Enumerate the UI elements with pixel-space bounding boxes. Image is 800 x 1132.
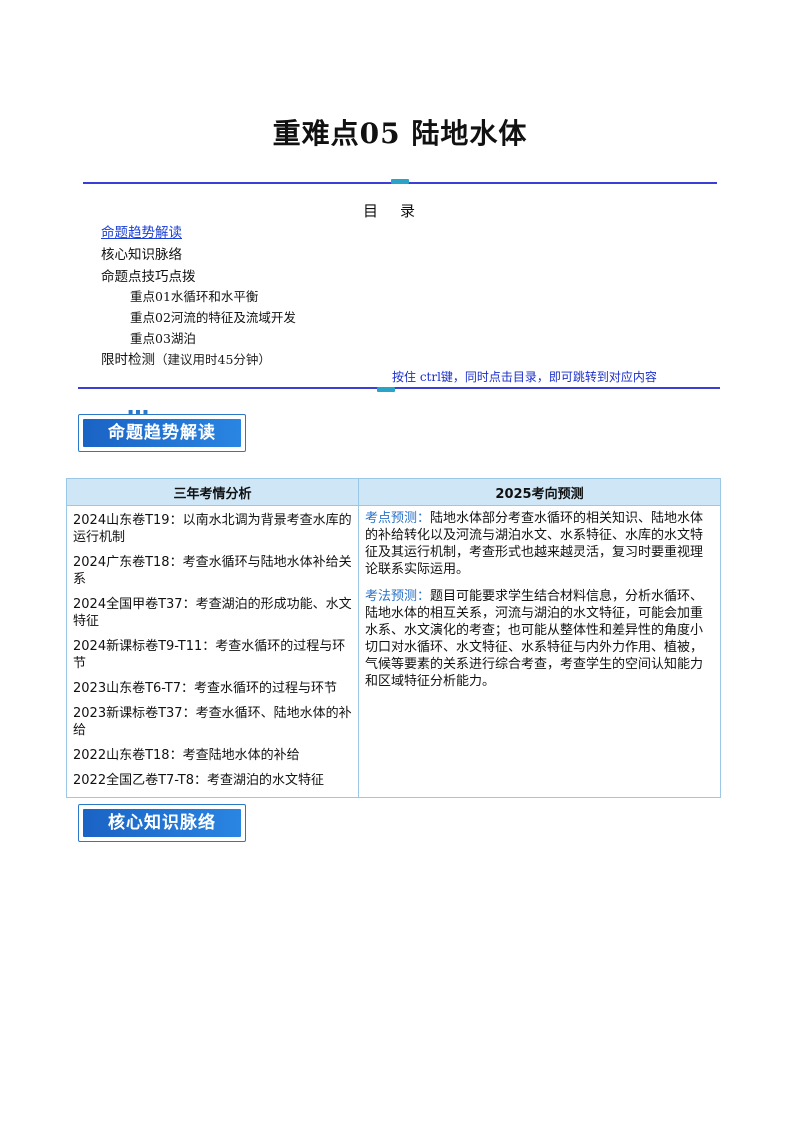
banner-label: 命题趋势解读 (108, 423, 216, 443)
exam-item: 2024山东卷T19：以南水北调为背景考查水库的运行机制 (73, 513, 352, 545)
exam-item: 2022山东卷T18：考查陆地水体的补给 (73, 748, 300, 763)
header-exam-analysis: 三年考情分析 (66, 478, 359, 506)
header-prediction: 2025考向预测 (358, 478, 721, 506)
toc-item-timed-test[interactable]: 限时检测（建议用时45分钟） (101, 348, 271, 368)
prediction-topic: 考点预测：陆地水体部分考查水循环的相关知识、陆地水体的补给转化以及河流与湖泊水文… (365, 510, 714, 578)
toc-item-knowledge[interactable]: 核心知识脉络 (101, 247, 182, 263)
banner-dots: ▪▪▪ (128, 407, 151, 416)
prediction-topic-label: 考点预测： (365, 511, 431, 526)
toc-item-trend[interactable]: 命题趋势解读 (101, 225, 182, 241)
banner-fill (83, 809, 241, 837)
prediction-method: 考法预测：题目可能要求学生结合材料信息，分析水循环、陆地水体的相互关系，河流与湖… (365, 588, 714, 690)
prediction-method-text: 题目可能要求学生结合材料信息，分析水循环、陆地水体的相互关系，河流与湖泊的水文特… (365, 589, 704, 689)
section-banner-trend: ▪▪▪ 命题趋势解读 (78, 407, 248, 452)
toc-item-techniques[interactable]: 命题点技巧点拨 (101, 269, 196, 285)
document-title: 重难点05 陆地水体 (272, 117, 528, 150)
toc-heading: 目录 (362, 202, 437, 220)
exam-item: 2024新课标卷T9-T11：考查水循环的过程与环节 (73, 639, 346, 671)
toc-subitem-rivers[interactable]: 重点02河流的特征及流域开发 (130, 310, 296, 325)
exam-item: 2022全国乙卷T7-T8：考查湖泊的水文特征 (73, 773, 325, 788)
exam-item: 2024广东卷T18：考查水循环与陆地水体补给关系 (73, 555, 352, 587)
prediction-topic-text: 陆地水体部分考查水循环的相关知识、陆地水体的补给转化以及河流与湖泊水文、水系特征… (365, 511, 704, 577)
toc-hint: 按住 ctrl键，同时点击目录，即可跳转到对应内容 (392, 370, 657, 384)
analysis-table: 三年考情分析 2025考向预测 2024山东卷T19：以南水北调为背景考查水库的… (66, 478, 721, 798)
bottom-divider-tab (377, 387, 395, 392)
banner-fill (83, 419, 241, 447)
prediction-cell: 考点预测：陆地水体部分考查水循环的相关知识、陆地水体的补给转化以及河流与湖泊水文… (358, 505, 721, 798)
toc-subitem-lakes[interactable]: 重点03湖泊 (130, 331, 196, 346)
exam-item: 2023山东卷T6-T7：考查水循环的过程与环节 (73, 681, 338, 696)
table-header-row: 三年考情分析 2025考向预测 (66, 478, 721, 506)
bottom-divider (78, 387, 720, 389)
exam-item: 2024全国甲卷T37：考查湖泊的形成功能、水文特征 (73, 597, 352, 629)
exam-item: 2023新课标卷T37：考查水循环、陆地水体的补给 (73, 706, 352, 738)
toc-subitem-water-cycle[interactable]: 重点01水循环和水平衡 (130, 289, 259, 304)
banner-label: 核心知识脉络 (108, 813, 216, 833)
table-row: 2024山东卷T19：以南水北调为背景考查水库的运行机制 2024广东卷T18：… (66, 505, 721, 798)
top-divider-tab (391, 179, 409, 184)
toc-timed-test-note: （建议用时45分钟） (155, 352, 271, 367)
toc-timed-test-label: 限时检测 (101, 352, 155, 368)
exam-analysis-cell: 2024山东卷T19：以南水北调为背景考查水库的运行机制 2024广东卷T18：… (66, 505, 359, 798)
prediction-method-label: 考法预测： (365, 589, 431, 604)
section-banner-knowledge: 核心知识脉络 (78, 804, 248, 842)
